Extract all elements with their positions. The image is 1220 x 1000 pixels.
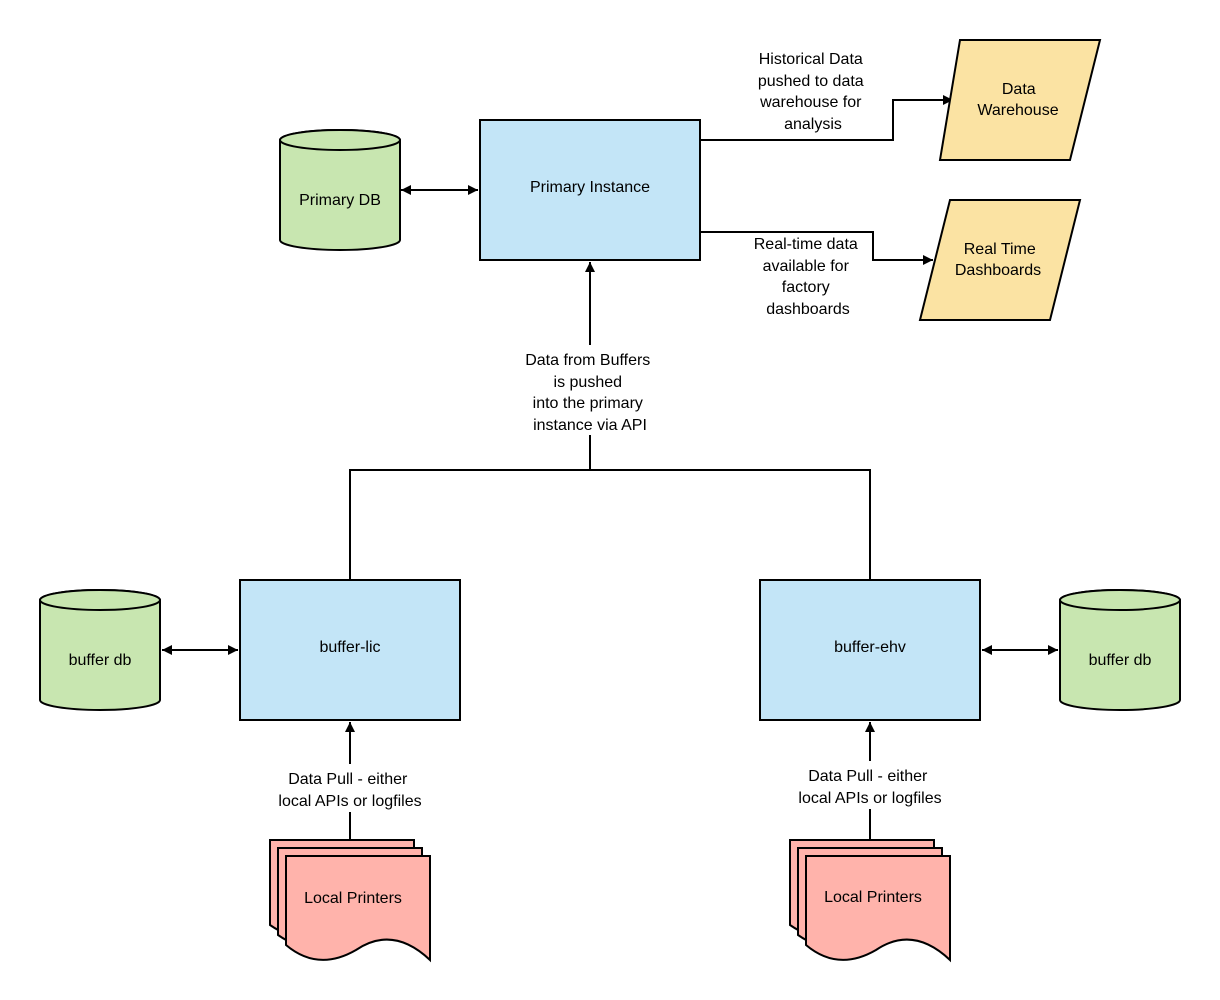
- local-printers-left-label: Local Printers: [304, 890, 402, 907]
- buffer-lic-label: buffer-lic: [319, 639, 380, 656]
- real-time-dashboards-node: Real Time Dashboards: [918, 199, 1082, 321]
- local-printers-right-node: Local Printers: [789, 839, 951, 963]
- label-bg-buffers-push: [512, 345, 668, 435]
- buffer-db-right-node: buffer db: [1059, 589, 1181, 711]
- primary-db-node: Primary DB: [279, 129, 401, 251]
- buffer-db-right-label: buffer db: [1089, 652, 1152, 669]
- edge-label-buffers-push: Data from Buffers is pushed into the pri…: [525, 352, 655, 434]
- primary-instance-label: Primary Instance: [530, 179, 650, 196]
- local-printers-right-label: Local Printers: [824, 889, 922, 906]
- buffer-db-left-label: buffer db: [69, 652, 132, 669]
- primary-instance-node: Primary Instance: [479, 119, 701, 261]
- buffer-ehv-label: buffer-ehv: [834, 639, 906, 656]
- label-bg-realtime: [744, 233, 872, 319]
- edge-buffers-to-primary: [349, 469, 871, 580]
- edge-label-pull-left: Data Pull - either local APIs or logfile…: [278, 771, 421, 810]
- data-warehouse-label: Data Warehouse: [977, 81, 1058, 119]
- edge-label-pull-right: Data Pull - either local APIs or logfile…: [798, 768, 941, 807]
- local-printers-left-node: Local Printers: [269, 839, 431, 963]
- buffer-db-left-node: buffer db: [39, 589, 161, 711]
- real-time-dashboards-label: Real Time Dashboards: [955, 241, 1041, 279]
- edge-label-realtime: Real-time data available for factory das…: [754, 236, 863, 318]
- edge-label-historical: Historical Data pushed to data warehouse…: [758, 51, 868, 133]
- buffer-ehv-node: buffer-ehv: [759, 579, 981, 721]
- label-bg-pull-right: [784, 761, 956, 809]
- data-warehouse-node: Data Warehouse: [938, 39, 1102, 161]
- edge-instance-dashboards: [700, 231, 933, 265]
- label-bg-pull-left: [264, 764, 436, 812]
- edge-instance-warehouse: [700, 95, 953, 141]
- buffer-lic-node: buffer-lic: [239, 579, 461, 721]
- primary-db-label: Primary DB: [299, 192, 381, 209]
- label-bg-historical: [748, 46, 878, 132]
